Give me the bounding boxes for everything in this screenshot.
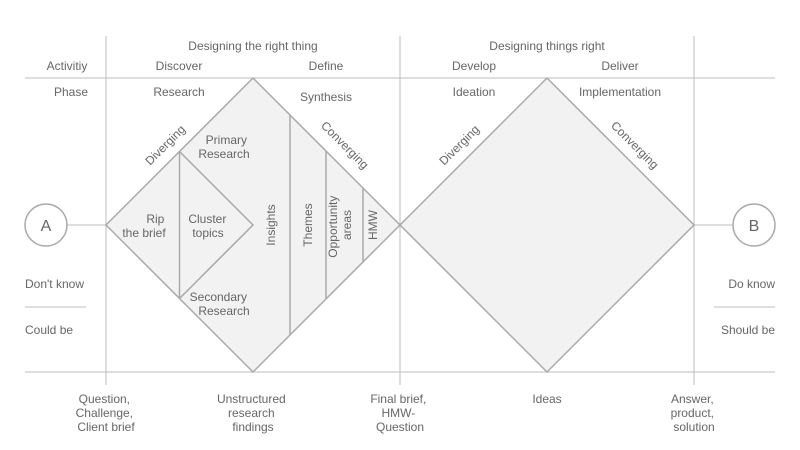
should-be-label: Should be xyxy=(721,323,775,337)
second-diamond xyxy=(398,76,696,374)
output-start-line-3: Client brief xyxy=(77,420,135,434)
end-circle xyxy=(732,203,776,247)
output-mid2-line-3: Question xyxy=(376,420,424,434)
activity-row-label: Activitiy xyxy=(47,59,88,73)
secondary-research-line-1: Secondary xyxy=(190,290,247,304)
designing-things-right-header: Designing things right xyxy=(489,39,605,53)
opportunity-areas-line-2: areas xyxy=(340,210,354,240)
secondary-research-label: Secondary Research xyxy=(190,290,251,318)
phase-synthesis: Synthesis xyxy=(300,90,352,104)
rip-brief-line-2: the brief xyxy=(122,226,166,240)
do-know-label: Do know xyxy=(728,277,775,291)
designing-right-thing-header: Designing the right thing xyxy=(188,39,317,53)
cluster-diamond xyxy=(178,150,255,300)
phase-research: Research xyxy=(153,85,204,99)
cluster-topics-label: Cluster topics xyxy=(188,212,229,240)
stage-discover: Discover xyxy=(156,59,203,73)
hmw-label: HMW xyxy=(366,209,380,240)
output-mid1: Unstructured research findings xyxy=(217,392,289,434)
output-ideas: Ideas xyxy=(532,392,561,406)
output-mid2-line-1: Final brief, xyxy=(370,392,426,406)
output-mid2-line-2: HMW- xyxy=(381,406,415,420)
output-mid2: Final brief, HMW- Question xyxy=(370,392,429,434)
start-circle xyxy=(24,203,68,247)
output-mid1-line-1: Unstructured xyxy=(217,392,286,406)
rip-brief-label: Rip the brief xyxy=(122,212,167,240)
phase-implementation: Implementation xyxy=(579,85,661,99)
phase-ideation: Ideation xyxy=(453,85,496,99)
stage-define: Define xyxy=(309,59,344,73)
phase-row-label: Phase xyxy=(54,85,88,99)
primary-research-label: Primary Research xyxy=(198,133,250,161)
dont-know-label: Don't know xyxy=(25,277,84,291)
start-label: A xyxy=(41,218,52,235)
cluster-topics-line-2: topics xyxy=(192,226,223,240)
output-end-line-3: solution xyxy=(673,420,714,434)
end-label: B xyxy=(749,218,760,235)
diamond-shapes xyxy=(104,76,696,374)
could-be-label: Could be xyxy=(25,323,73,337)
output-mid1-line-3: findings xyxy=(232,420,273,434)
output-start: Question, Challenge, Client brief xyxy=(76,392,137,434)
output-end-line-1: Answer, xyxy=(671,392,714,406)
output-end: Answer, product, solution xyxy=(671,392,718,434)
opportunity-areas-label: Opportunity areas xyxy=(326,192,354,257)
insights-label: Insights xyxy=(264,204,278,245)
primary-research-line-1: Primary xyxy=(206,133,247,147)
secondary-research-line-2: Research xyxy=(198,304,249,318)
cluster-topics-line-1: Cluster xyxy=(188,212,226,226)
output-start-line-2: Challenge, xyxy=(76,406,133,420)
output-mid1-line-2: research xyxy=(228,406,275,420)
stage-develop: Develop xyxy=(452,59,496,73)
primary-research-line-2: Research xyxy=(198,147,249,161)
opportunity-areas-line-1: Opportunity xyxy=(326,196,340,258)
themes-label: Themes xyxy=(301,203,315,246)
output-end-line-2: product, xyxy=(671,406,714,420)
stage-deliver: Deliver xyxy=(601,59,638,73)
output-start-line-1: Question, xyxy=(79,392,130,406)
rip-brief-line-1: Rip xyxy=(146,212,164,226)
